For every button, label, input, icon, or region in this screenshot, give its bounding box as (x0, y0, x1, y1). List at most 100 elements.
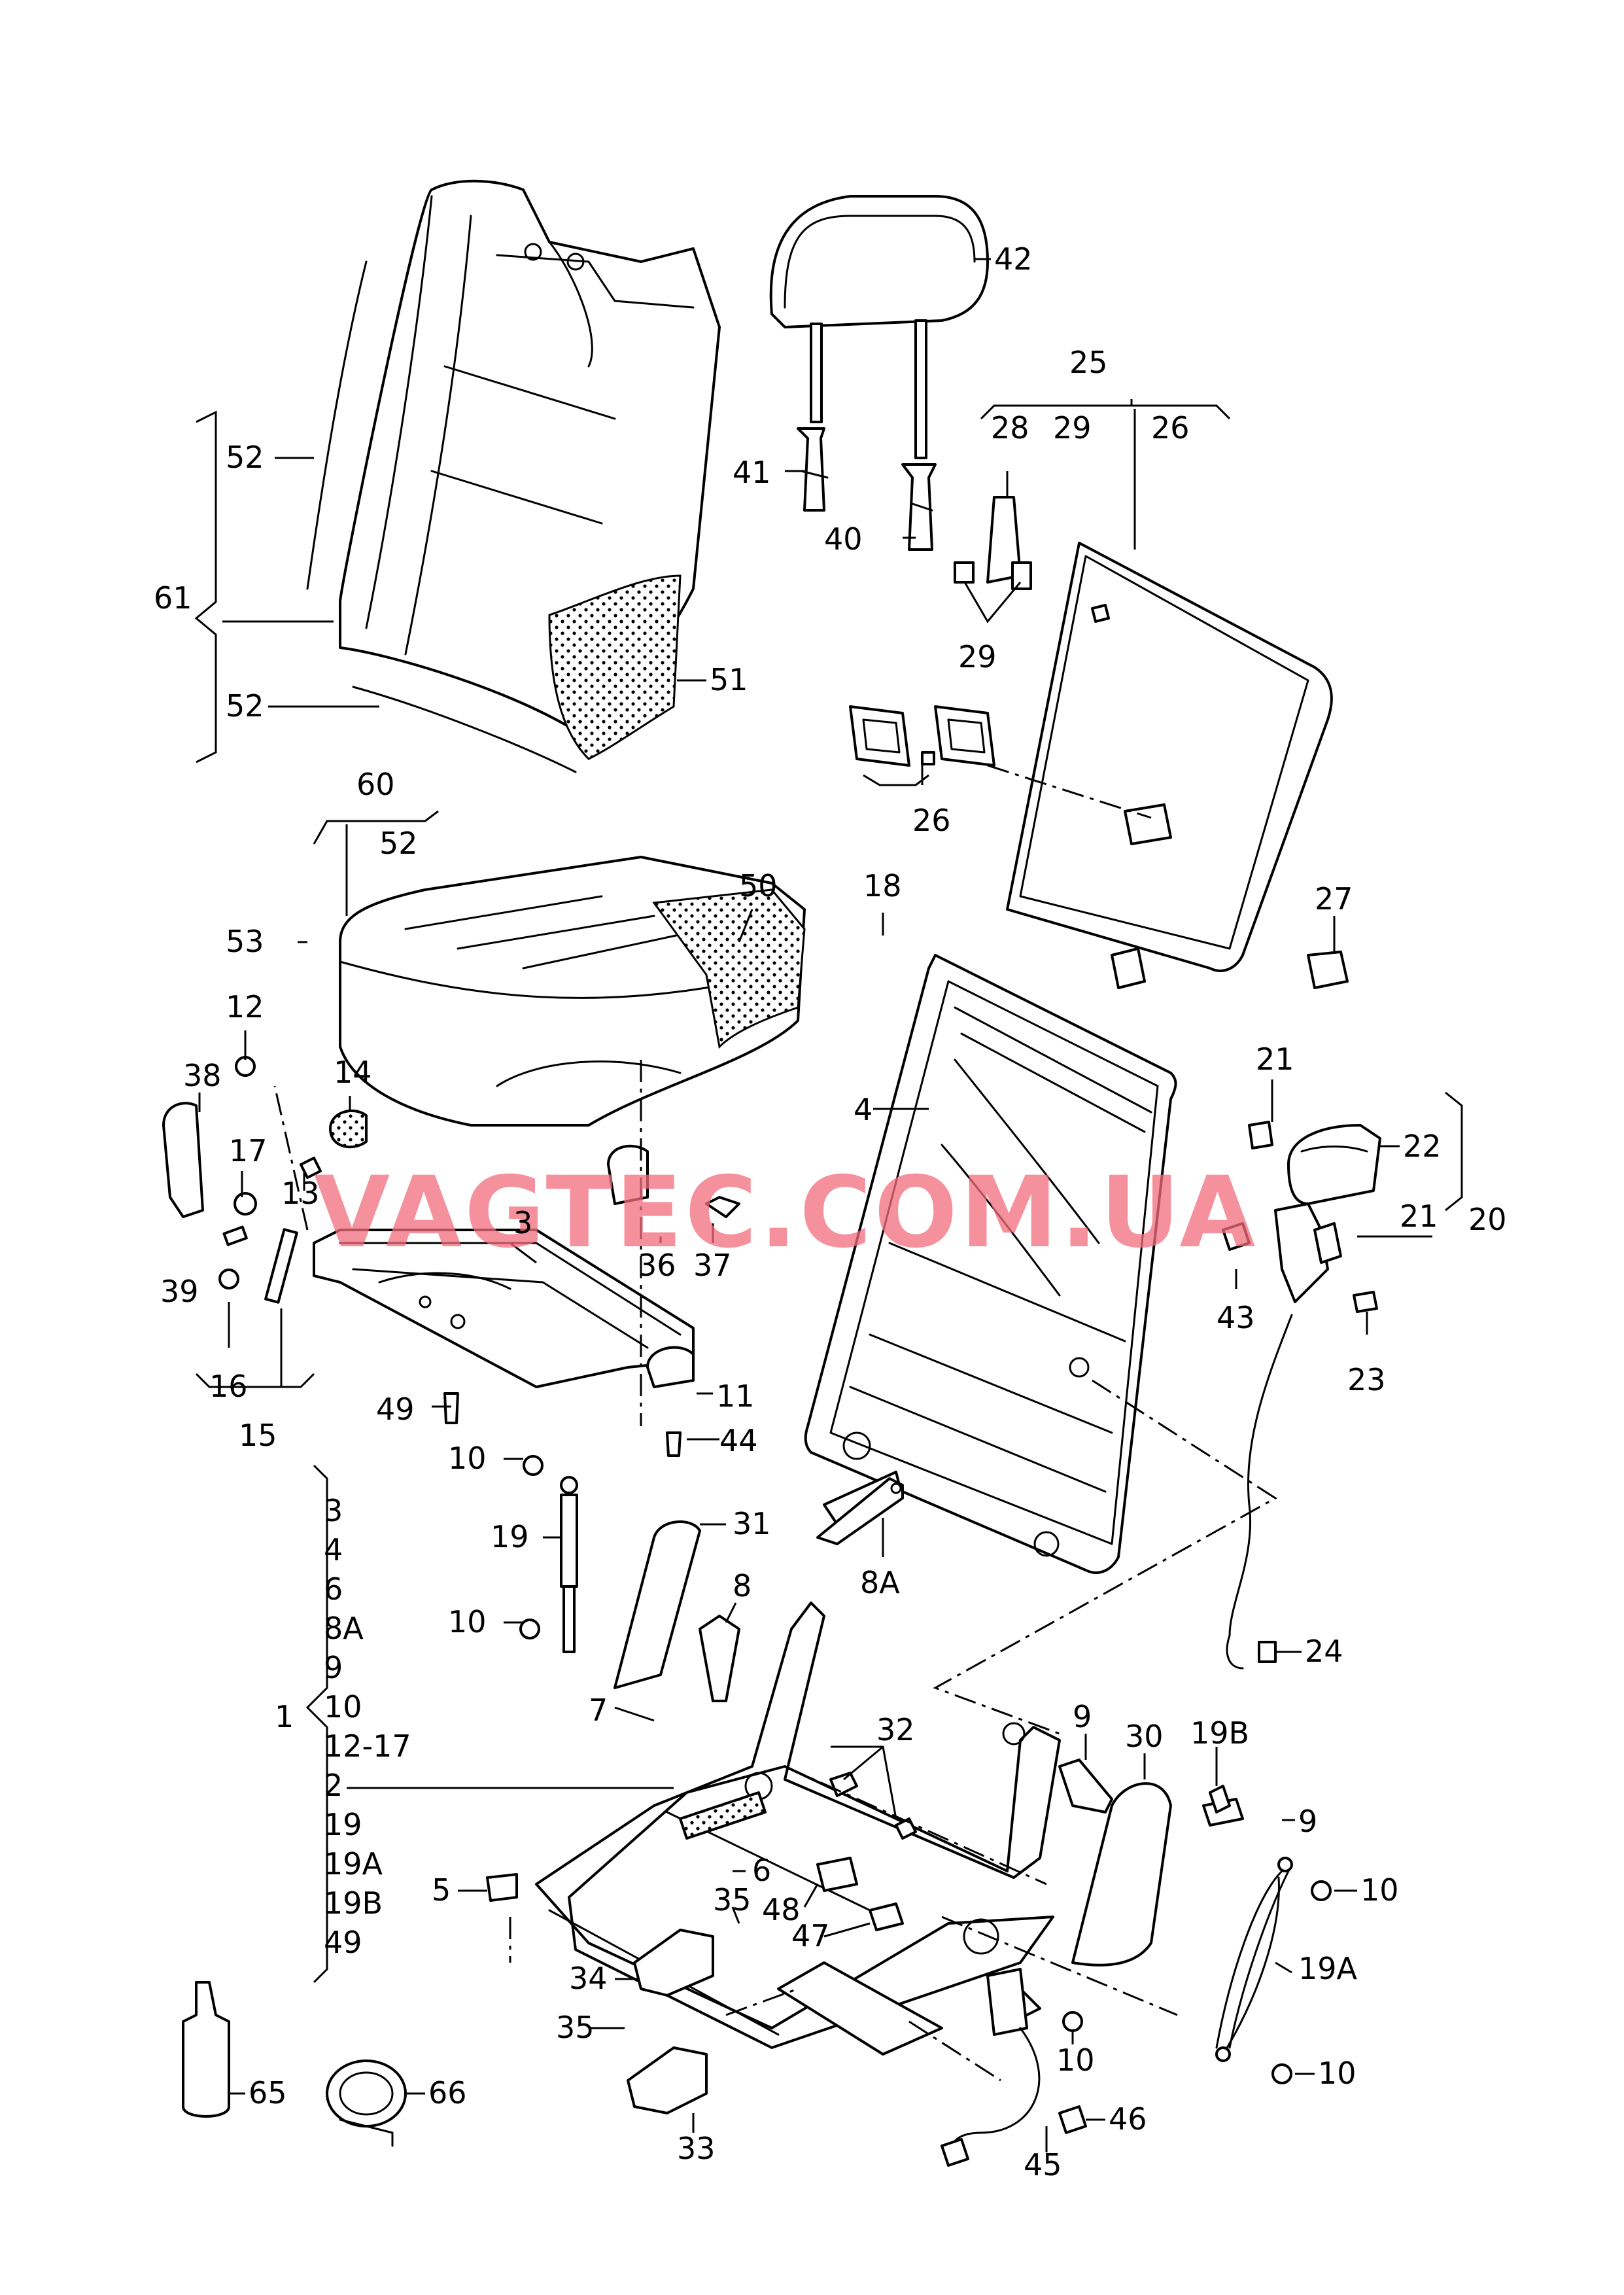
callout-44: 44 (719, 1423, 758, 1458)
callout-19a: 19A (1298, 1951, 1358, 1986)
kit-item: 9 (324, 1650, 343, 1685)
callout-46: 46 (1109, 2101, 1147, 2137)
kit-item: 19A (324, 1846, 383, 1882)
callout-29-b: 29 (958, 639, 997, 674)
belt-buckle-45 (941, 1968, 1087, 2167)
callout-26-b: 26 (912, 803, 951, 838)
kit-item: 3 (324, 1493, 343, 1528)
callout-4: 4 (854, 1092, 872, 1127)
tape-roll-66 (326, 2059, 407, 2147)
latch-22 (1222, 1121, 1381, 1313)
cover-34 (633, 1929, 714, 1997)
kit-item: 8A (324, 1611, 364, 1646)
callout-21-b: 21 (1400, 1199, 1438, 1234)
callout-10-a: 10 (448, 1441, 487, 1476)
callout-10-c: 10 (1360, 1872, 1399, 1908)
callout-34: 34 (569, 1961, 608, 1996)
callout-12: 12 (226, 989, 264, 1025)
kit-item: 4 (324, 1532, 343, 1568)
callout-42: 42 (994, 241, 1033, 277)
callout-9: 9 (1073, 1699, 1092, 1734)
callout-15: 15 (239, 1418, 277, 1453)
cover-33 (627, 2046, 708, 2114)
seat-cushion (339, 856, 806, 1127)
bracket-27 (1307, 951, 1349, 989)
callout-8: 8 (733, 1568, 752, 1603)
callout-29: 29 (1053, 410, 1092, 446)
callout-13: 13 (281, 1176, 320, 1211)
callout-31: 31 (733, 1506, 771, 1541)
kit-item: 19B (324, 1885, 383, 1921)
callout-61: 61 (154, 580, 192, 616)
callout-25: 25 (1069, 345, 1108, 380)
callout-45: 45 (1024, 2147, 1062, 2182)
callout-10-e: 10 (1318, 2056, 1356, 2091)
callout-30: 30 (1125, 1719, 1164, 1754)
seat-pan (313, 1229, 695, 1388)
callout-27: 27 (1315, 881, 1353, 917)
kit-item: 10 (324, 1689, 362, 1725)
callout-19: 19 (491, 1519, 529, 1554)
callout-52-top: 52 (226, 440, 264, 475)
callout-14: 14 (334, 1055, 372, 1090)
callout-60: 60 (356, 767, 395, 802)
callout-52-seat: 52 (379, 826, 418, 861)
callout-23: 23 (1347, 1362, 1386, 1397)
callout-65: 65 (249, 2075, 287, 2111)
watermark: VAGTEC.COM.UA (314, 1156, 1258, 1270)
callout-20: 20 (1468, 1202, 1507, 1237)
callout-52-mid: 52 (226, 688, 264, 724)
callout-9-b: 9 (1298, 1804, 1317, 1839)
cable-24 (1226, 1314, 1293, 1670)
kit-item: 6 (324, 1571, 343, 1607)
callout-24: 24 (1305, 1634, 1343, 1669)
callout-35-b: 35 (556, 2010, 595, 2045)
callout-33: 33 (677, 2131, 716, 2166)
callout-43: 43 (1217, 1300, 1255, 1335)
bolts (486, 1759, 1332, 2084)
callout-51: 51 (710, 662, 748, 697)
callout-1: 1 (275, 1699, 294, 1734)
callout-32: 32 (876, 1712, 915, 1747)
back-panel (1006, 542, 1333, 989)
callout-5: 5 (432, 1872, 451, 1908)
callout-10-d: 10 (1056, 2042, 1095, 2078)
callout-8a: 8A (860, 1565, 900, 1600)
callout-40: 40 (824, 521, 863, 557)
callout-50: 50 (739, 868, 778, 903)
assembly-lines (273, 764, 1277, 2082)
recliner-cover-31 (613, 1520, 701, 1689)
callout-10-b: 10 (448, 1604, 487, 1639)
callout-6: 6 (752, 1853, 771, 1888)
headrest (769, 195, 989, 459)
callout-16: 16 (209, 1369, 248, 1404)
kit-list: 3 4 6 8A 9 10 12-17 2 19 19A 19B 49 (324, 1493, 411, 1960)
kit-item: 49 (324, 1925, 362, 1960)
seat-frame (535, 1602, 1061, 2056)
trim-cover-30 (1071, 1782, 1172, 1967)
callout-49: 49 (376, 1392, 415, 1427)
grab-handles (849, 705, 995, 767)
callout-47: 47 (791, 1918, 830, 1953)
release-lever-8 (699, 1615, 740, 1702)
cover-38 (162, 1102, 204, 1218)
kit-item: 19 (324, 1807, 362, 1842)
callout-41: 41 (733, 455, 771, 490)
sealant-65 (182, 1981, 230, 2118)
callout-22: 22 (1403, 1129, 1442, 1164)
callout-53: 53 (226, 924, 264, 959)
callout-37: 37 (693, 1248, 732, 1283)
gas-strut (560, 1476, 578, 1653)
strap-28 (954, 496, 1032, 590)
callout-19b: 19B (1190, 1715, 1249, 1751)
callout-36: 36 (638, 1248, 676, 1283)
headrest-guide-41 (797, 427, 829, 512)
kit-item: 2 (324, 1768, 343, 1803)
backrest-cover (306, 179, 721, 773)
hardware-small (218, 1056, 740, 1639)
kit-item: 12-17 (324, 1728, 411, 1764)
callout-21: 21 (1256, 1042, 1294, 1077)
callout-35: 35 (713, 1882, 752, 1918)
callout-39: 39 (160, 1274, 199, 1309)
